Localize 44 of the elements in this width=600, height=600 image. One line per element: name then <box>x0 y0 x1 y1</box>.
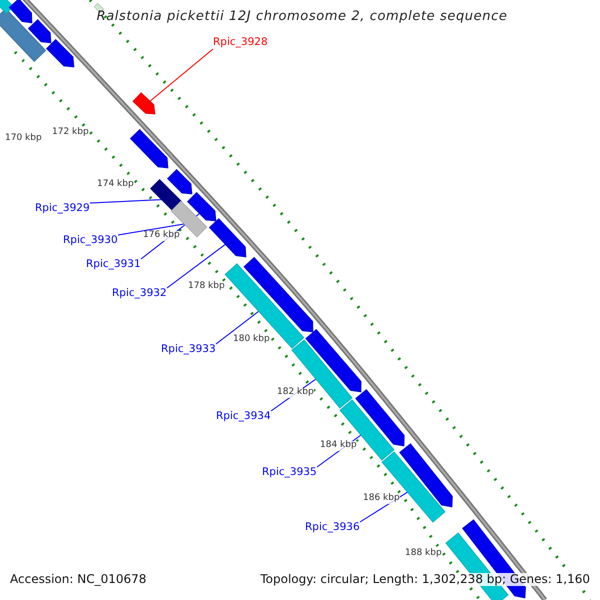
gene-bar <box>381 451 446 523</box>
gene-block <box>355 389 405 446</box>
gene-block <box>208 218 246 258</box>
title: Ralstonia pickettii 12J chromosome 2, complete sequence <box>96 10 508 24</box>
gene-bar <box>0 8 46 62</box>
gene-block <box>243 256 314 332</box>
gene-block <box>8 0 32 24</box>
gene-block <box>132 92 156 114</box>
gene-block <box>28 19 52 44</box>
scale-label: 186 kbp <box>363 494 400 504</box>
scale-label: 172 kbp <box>52 128 89 138</box>
gene-label: Rpic_3928 <box>213 37 268 49</box>
leader-line <box>90 199 162 204</box>
scale-label: 182 kbp <box>277 388 314 398</box>
gene-block <box>186 192 216 222</box>
scale-label: 170 kbp <box>5 134 42 144</box>
scale-label: 188 kbp <box>405 549 442 559</box>
gene-bar <box>224 263 304 349</box>
gene-bar <box>150 178 182 212</box>
gene-label: Rpic_3936 <box>305 522 360 534</box>
leader-line <box>150 48 214 102</box>
gene-label: Rpic_3935 <box>262 467 317 479</box>
leader-line <box>216 310 260 344</box>
gene-block <box>46 38 74 68</box>
gene-block <box>399 443 453 508</box>
sequence-info-text: Topology: circular; Length: 1,302,238 bp; Genes: 1,160 <box>260 573 590 586</box>
gene-label: Rpic_3930 <box>63 235 118 247</box>
scale-label: 178 kbp <box>188 282 225 292</box>
gene-bar <box>339 399 395 461</box>
scale-label: 184 kbp <box>320 441 357 451</box>
scale-label: 176 kbp <box>143 231 180 241</box>
scale-label: 174 kbp <box>97 180 134 190</box>
gene-label: Rpic_3933 <box>161 344 216 356</box>
gene-label: Rpic_3934 <box>216 411 271 423</box>
leader-line <box>118 223 185 236</box>
gene-label: Rpic_3932 <box>112 288 167 300</box>
gene-bar <box>0 0 14 14</box>
accession-text: Accession: NC_010678 <box>10 573 146 586</box>
gene-block <box>166 168 192 194</box>
gene-block <box>130 129 168 168</box>
scale-label: 180 kbp <box>233 335 270 345</box>
gene-label: Rpic_3931 <box>86 259 141 271</box>
gene-label: Rpic_3929 <box>35 203 90 215</box>
leader-line <box>166 244 226 288</box>
